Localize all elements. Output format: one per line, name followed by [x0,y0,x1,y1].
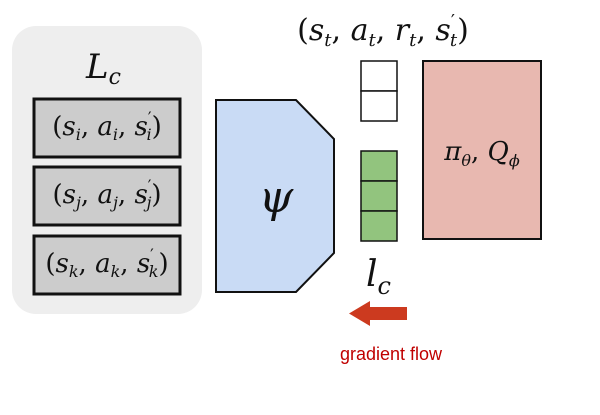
tuple-i: (si, ai, s′i) [32,97,182,159]
arrow-shaft [369,307,407,320]
latent-vector [360,150,398,242]
latent-cell [360,150,398,182]
encoder-shape [215,99,335,293]
contrastive-batch-panel: Lc (si, ai, s′i) (sj, aj, s′j) (sk, ak, … [12,26,202,314]
input-cell [360,60,398,92]
input-vector [360,60,398,122]
encoder-symbol: ψ [259,172,294,223]
tuple-j: (sj, aj, s′j) [32,165,182,227]
latent-cell [360,180,398,212]
latent-cell [360,210,398,242]
gradient-arrow [349,301,407,326]
encoder-psi: ψ [215,99,335,293]
policy-label: πθ, Qϕ [443,137,520,170]
arrow-head [349,301,370,326]
input-cell [360,90,398,122]
tuple-label: (sj, aj, s′j) [52,176,161,212]
tuple-label: (si, ai, s′i) [52,108,162,144]
gradient-label: gradient flow [340,344,443,364]
policy-shape [422,60,542,240]
tuple-k: (sk, ak, s′k) [32,234,182,296]
transition-label: (st, at, rt, s′t) [297,11,469,51]
tuple-box [32,234,182,296]
tuple-box [32,97,182,159]
tuple-box [32,165,182,227]
panel-title: Lc [85,47,121,90]
policy-q-box: πθ, Qϕ [422,60,542,240]
tuple-label: (sk, ak, s′k) [45,245,168,281]
latent-label: lc [366,254,391,300]
